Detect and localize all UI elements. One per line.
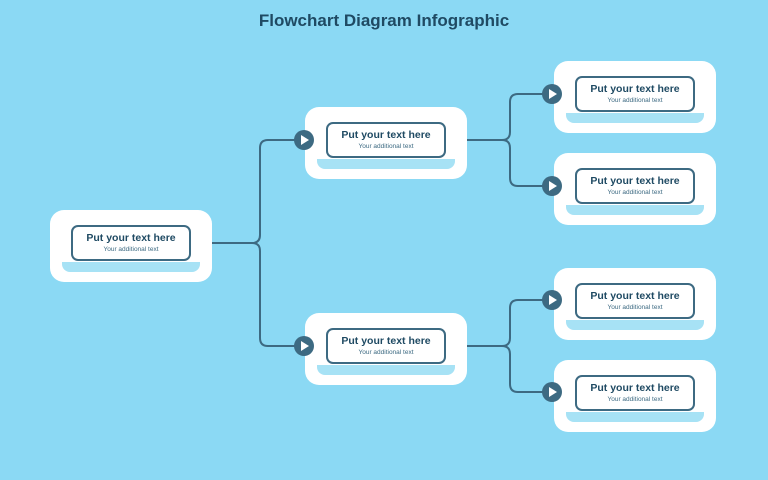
node-heading: Put your text here — [590, 382, 680, 394]
node-subtext: Your additional text — [607, 304, 663, 311]
play-arrow-icon — [294, 130, 314, 150]
play-arrow-icon — [542, 176, 562, 196]
node-leaf-2: Put your text here Your additional text — [554, 153, 716, 225]
node-leaf-4: Put your text here Your additional text — [554, 360, 716, 432]
edge-mid-top-leaf-2 — [501, 139, 552, 187]
node-mid-bottom: Put your text here Your additional text — [305, 313, 467, 385]
page-title: Flowchart Diagram Infographic — [258, 11, 510, 30]
node-subtext: Your additional text — [607, 396, 663, 403]
play-arrow-icon — [542, 84, 562, 104]
edge-root-mid-bottom — [251, 242, 304, 347]
edge-mid-bottom-leaf-4 — [501, 345, 552, 393]
node-subtext: Your additional text — [607, 189, 663, 196]
node-heading: Put your text here — [590, 83, 680, 95]
node-heading: Put your text here — [590, 175, 680, 187]
node-subtext: Your additional text — [358, 349, 414, 356]
play-arrow-icon — [542, 290, 562, 310]
node-heading: Put your text here — [86, 232, 176, 244]
node-heading: Put your text here — [341, 129, 431, 141]
node-leaf-1: Put your text here Your additional text — [554, 61, 716, 133]
node-heading: Put your text here — [590, 290, 680, 302]
node-root: Put your text here Your additional text — [50, 210, 212, 282]
node-mid-top: Put your text here Your additional text — [305, 107, 467, 179]
node-subtext: Your additional text — [103, 246, 159, 253]
node-leaf-3: Put your text here Your additional text — [554, 268, 716, 340]
node-heading: Put your text here — [341, 335, 431, 347]
node-subtext: Your additional text — [607, 97, 663, 104]
play-arrow-icon — [294, 336, 314, 356]
play-arrow-icon — [542, 382, 562, 402]
node-subtext: Your additional text — [358, 143, 414, 150]
